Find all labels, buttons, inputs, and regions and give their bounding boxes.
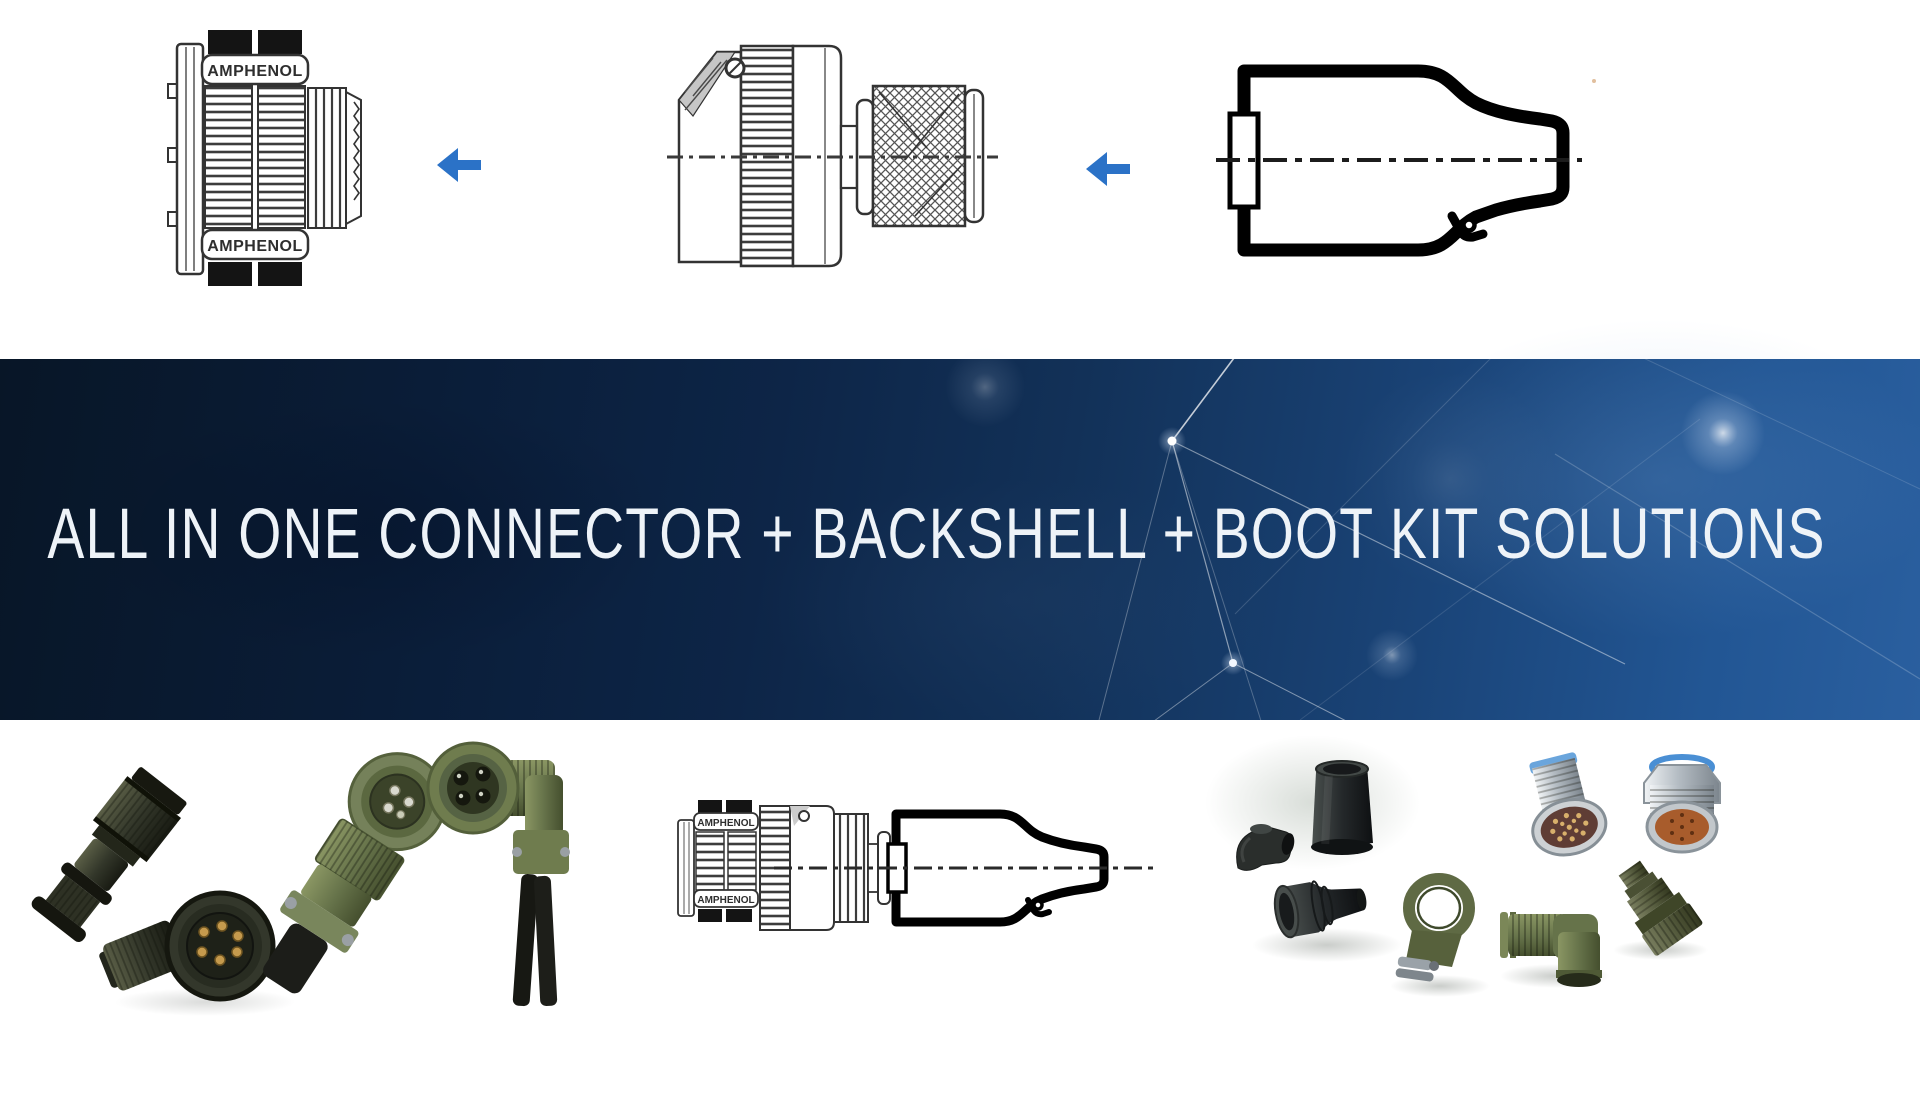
left-arrow-icon [437, 146, 481, 184]
photo-connector-metallic-pins [1513, 748, 1613, 857]
speck-artifact [1592, 79, 1596, 83]
left-arrow-icon [1086, 150, 1130, 188]
plexus-nodes [1158, 427, 1245, 675]
assembled-kit-drawing: AMPHENOL AMPHENOL [675, 792, 1162, 942]
gold-pins [1550, 812, 1589, 842]
boot-tab [1447, 211, 1488, 242]
plexus-glows [945, 347, 1765, 681]
connector-rear-view-drawing: AMPHENOL AMPHENOL [167, 28, 373, 290]
tube-body [1312, 765, 1373, 849]
backshell-knurled-drum [871, 84, 985, 228]
boot-drawing-svg [1216, 64, 1582, 257]
elbow-backshell-body [1500, 912, 1602, 987]
photo-connector-right-angle-green [425, 730, 580, 1020]
photo-connector-straight-dark [28, 758, 193, 948]
pin-connector-face [164, 890, 276, 1002]
photo-backshell-saddle-clamp [1392, 872, 1477, 997]
amphenol-brand-text-bottom: AMPHENOL [207, 238, 303, 255]
bottom-products-section: AMPHENOL AMPHENOL [0, 720, 1920, 1095]
metallic-connector-body [1529, 752, 1608, 857]
left-arrow-shape [437, 148, 481, 182]
right-angle-socket-face [426, 741, 520, 835]
banner-network-graphic [945, 347, 1920, 725]
tapered-boot-body [1273, 880, 1367, 939]
adapter-body [1618, 860, 1703, 956]
connector-threads [307, 87, 362, 229]
heat-shrink-boot-drawing [1216, 58, 1587, 263]
amphenol-brand-text-top: AMPHENOL [697, 818, 754, 829]
photo-connector-metallic-orange-insert [1632, 745, 1732, 855]
socket-holes [453, 766, 491, 806]
metallic-connector2-body [1643, 754, 1721, 854]
top-diagram-section: AMPHENOL AMPHENOL [0, 0, 1920, 359]
assembled-drawing-svg: AMPHENOL AMPHENOL [677, 800, 1158, 931]
cable [512, 874, 539, 1007]
dark-connector-body [31, 767, 187, 942]
banner-title: ALL IN ONE CONNECTOR + BACKSHELL + BOOT … [47, 495, 1826, 574]
pin-connector-rear [99, 920, 185, 991]
connector-drawing-svg: AMPHENOL AMPHENOL [167, 30, 362, 286]
photo-boot-tapered [1268, 855, 1380, 955]
photo-backshell-elbow [1498, 882, 1603, 987]
pin-holes [1670, 813, 1694, 841]
cable [533, 875, 558, 1007]
banner-title-wrap: ALL IN ONE CONNECTOR + BACKSHELL + BOOT … [0, 359, 1920, 720]
connector-body: AMPHENOL AMPHENOL [200, 30, 310, 286]
banner: ALL IN ONE CONNECTOR + BACKSHELL + BOOT … [0, 319, 1920, 725]
photo-boot-elbow-small [1228, 816, 1303, 881]
backshell-drawing-svg [667, 44, 998, 268]
amphenol-brand-text-top: AMPHENOL [207, 63, 303, 80]
photo-connector-green-cable [258, 742, 458, 1002]
assembled-connector: AMPHENOL AMPHENOL [677, 800, 759, 922]
photo-boot-tube [1303, 760, 1381, 858]
saddle-backshell-body [1395, 873, 1475, 982]
green-connector-body [263, 752, 447, 994]
amphenol-brand-text-bottom: AMPHENOL [697, 895, 754, 906]
backshell-drawing [665, 30, 1000, 282]
gold-pins [196, 920, 244, 966]
connector-flange [167, 42, 205, 276]
photo-backshell-straight-adapter [1610, 858, 1703, 958]
boot-hole [1461, 217, 1477, 233]
boot-outline [1237, 64, 1570, 257]
photo-connector-pin-face [99, 882, 290, 1012]
left-arrow-shape [1086, 152, 1130, 186]
